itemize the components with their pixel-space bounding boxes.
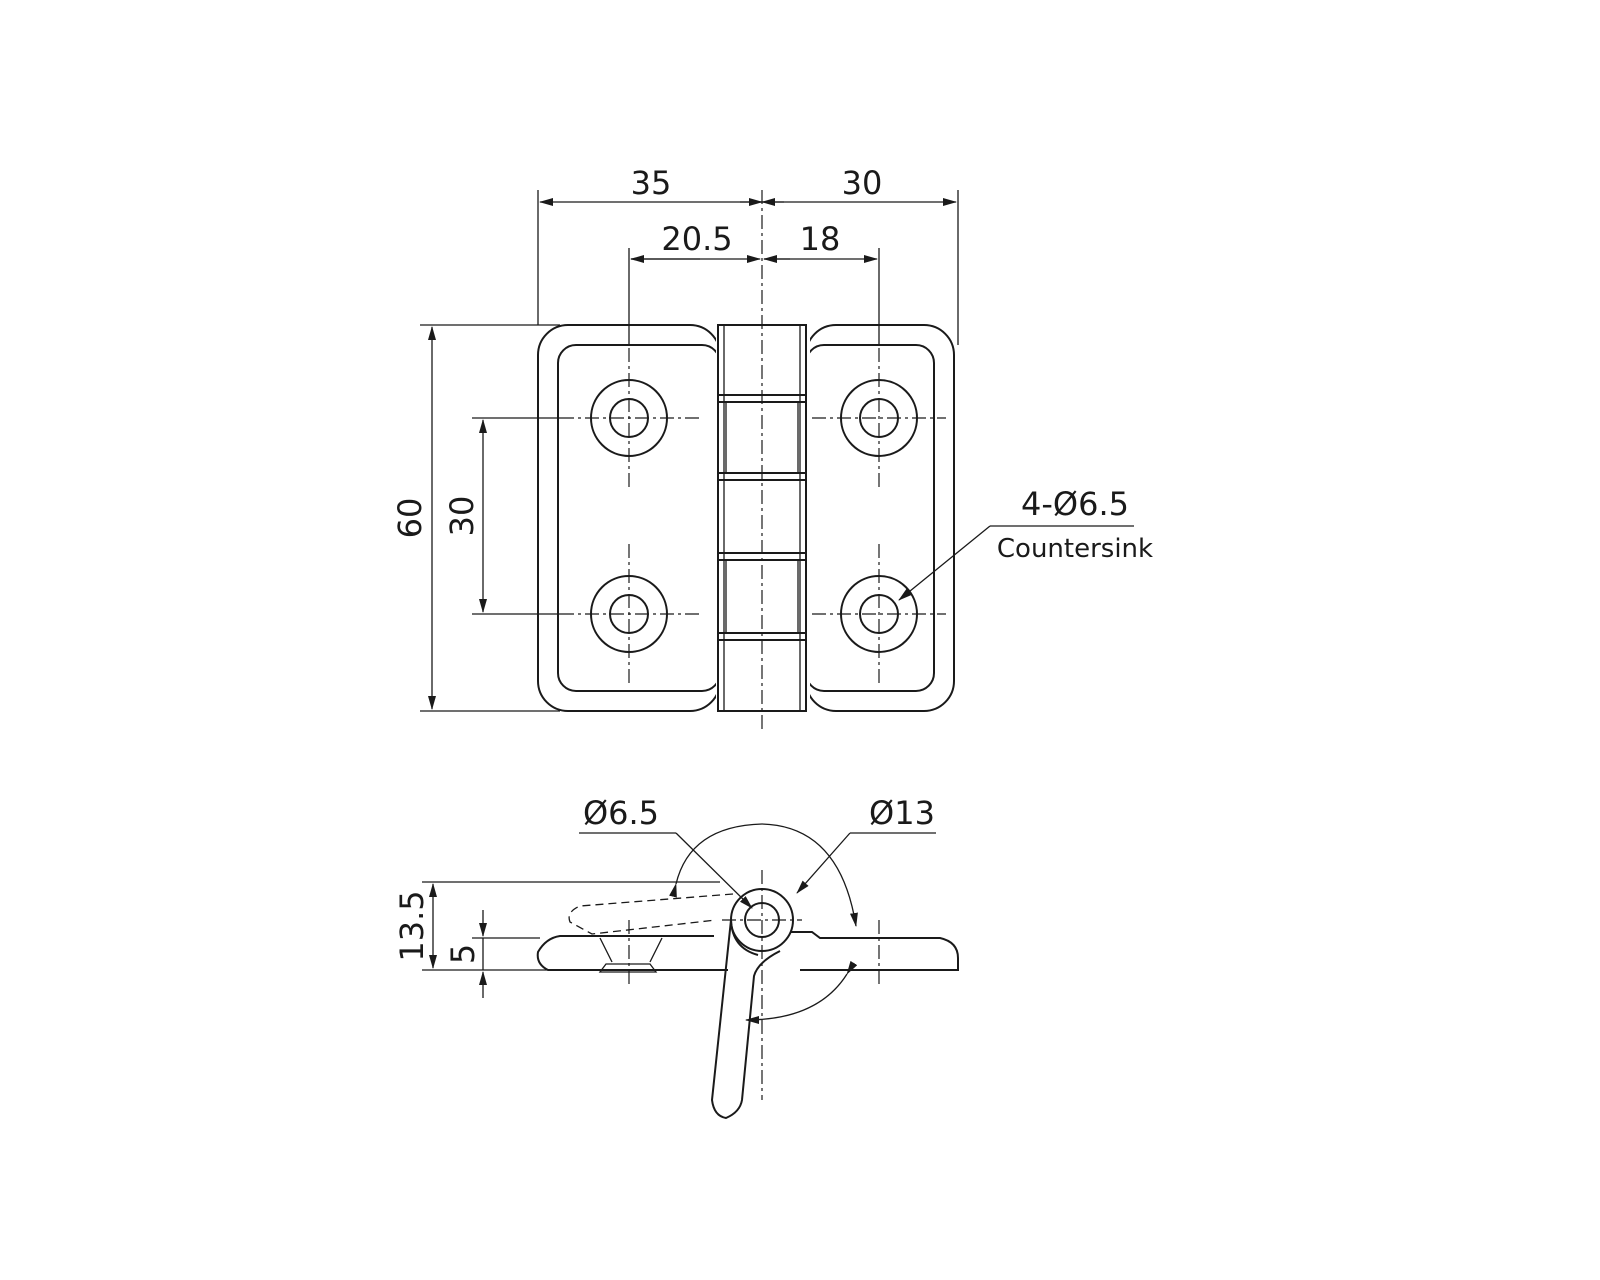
pin-hole-dim-label: Ø6.5: [583, 794, 659, 832]
side-ghost-leaf: [568, 893, 734, 935]
dim-18-label: 18: [800, 220, 841, 258]
dim-5-label: 5: [444, 944, 482, 964]
countersink-leader: [898, 525, 1134, 601]
dim-60-label: 60: [391, 498, 429, 539]
dim-13-5-label: 13.5: [393, 890, 431, 961]
rotation-arc-upper: [669, 823, 858, 927]
side-view: Ø6.5 Ø13 13.5 5: [393, 794, 959, 1120]
callout-hole-count: 4-Ø6.5: [1021, 485, 1129, 523]
hole-top-left: [560, 348, 700, 488]
hole-bottom-left: [560, 544, 700, 684]
dim-hole-offsets: [628, 248, 880, 345]
top-view: 35 30 20.5 18 60 30: [391, 164, 1153, 730]
right-leaf-outline: [805, 324, 955, 712]
hole-top-right: [812, 348, 946, 488]
right-leaf-inner: [805, 344, 935, 692]
dim-30-width-label: 30: [842, 164, 883, 202]
hole-bottom-right: [812, 544, 946, 684]
countersink-pocket: [598, 963, 658, 973]
dim-20-5-label: 20.5: [661, 220, 732, 258]
left-leaf-inner: [557, 344, 721, 692]
dim-height-13-5: [422, 881, 720, 971]
dim-35-label: 35: [631, 164, 672, 202]
pin-hole-leader: [579, 832, 753, 909]
dim-leaf-5: [472, 910, 540, 998]
side-right-leaf: [790, 931, 959, 971]
knuckle-leader: [796, 832, 936, 894]
dim-30-spacing-label: 30: [443, 496, 481, 537]
knuckle-dim-label: Ø13: [869, 794, 935, 832]
callout-countersink: Countersink: [997, 534, 1153, 564]
rotation-arc-lower: [745, 960, 858, 1024]
dim-height-60: [420, 324, 560, 712]
dim-hole-spacing-30: [472, 417, 560, 615]
side-left-leaf: [536, 935, 728, 971]
dim-overall-width: [537, 190, 959, 345]
